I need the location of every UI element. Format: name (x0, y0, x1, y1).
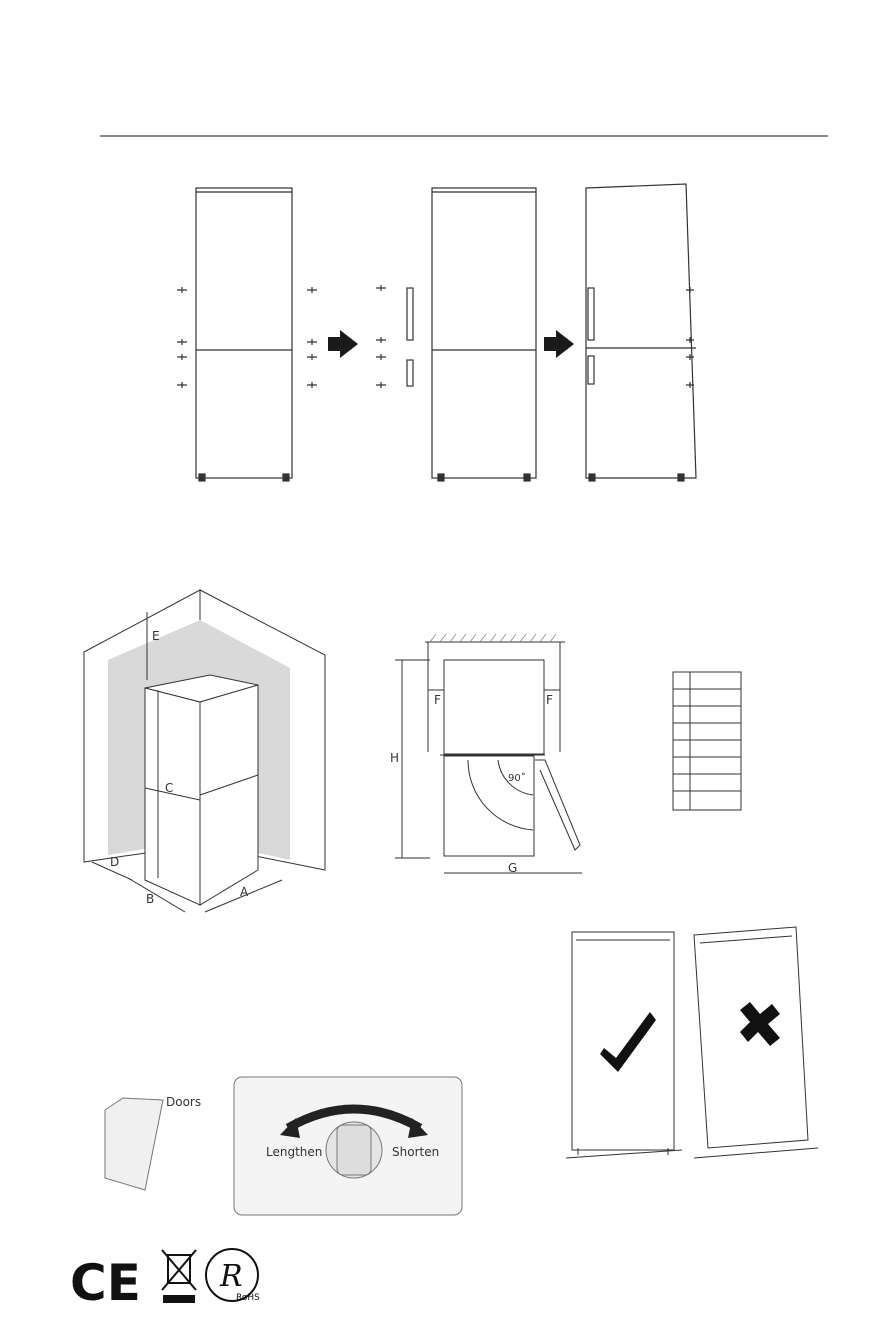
dim-label-f-left: F (434, 693, 441, 707)
fridge-unit-2 (407, 188, 536, 481)
svg-text:R: R (219, 1259, 243, 1294)
doors-label: Doors (166, 1095, 201, 1109)
dim-label-c: C (165, 781, 173, 795)
upright-fridge (572, 932, 674, 1150)
angle-label: 90˚ (508, 772, 526, 784)
step-arrow-1 (328, 330, 358, 358)
fridge-unit-1 (196, 188, 292, 481)
dim-label-b: B (146, 892, 154, 906)
screw-set-1 (177, 287, 317, 388)
weee-bin-icon (162, 1250, 196, 1302)
ce-mark: CE (70, 1254, 141, 1312)
shorten-label: Shorten (392, 1145, 439, 1159)
adjust-arrow (288, 1109, 420, 1128)
check-icon (600, 1012, 656, 1072)
dim-label-e: E (152, 629, 160, 643)
cross-icon (740, 1002, 780, 1046)
step-arrow-2 (544, 330, 574, 358)
door-reversal-diagram (0, 0, 883, 520)
tilted-fridge (694, 927, 808, 1148)
lengthen-label: Lengthen (266, 1145, 322, 1159)
fridge-unit-3 (586, 184, 696, 481)
dim-label-d: D (110, 855, 119, 869)
rohs-label: RoHS (236, 1293, 260, 1303)
dim-label-h: H (390, 751, 399, 765)
dim-label-a: A (240, 885, 249, 899)
screw-set-2 (376, 285, 386, 388)
dim-label-f-right: F (546, 693, 553, 707)
spec-table (673, 672, 741, 810)
rohs-mark (206, 1249, 258, 1301)
dim-label-g: G (508, 861, 517, 875)
